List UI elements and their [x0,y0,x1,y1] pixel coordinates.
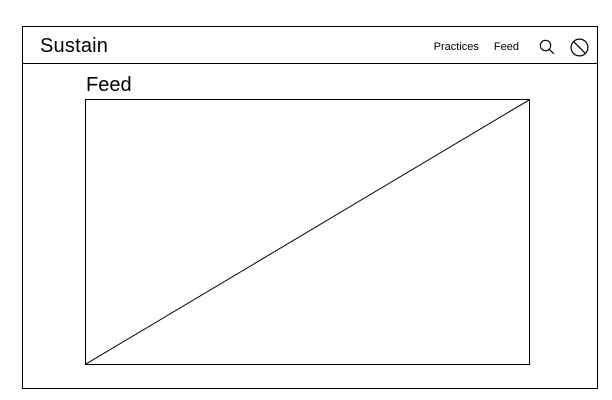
block-icon[interactable] [569,37,589,57]
app-window: Sustain Practices Feed Feed [22,26,598,389]
nav-link-practices[interactable]: Practices [433,40,479,53]
search-icon[interactable] [537,37,557,57]
nav-link-feed[interactable]: Feed [493,40,519,53]
feed-image-placeholder [85,99,530,365]
nav-menu: Practices Feed [434,36,589,58]
brand-logo-text[interactable]: Sustain [40,35,109,57]
top-navigation-bar: Sustain Practices Feed [23,27,597,64]
page-title: Feed [86,74,132,96]
placeholder-diagonal [86,100,529,364]
